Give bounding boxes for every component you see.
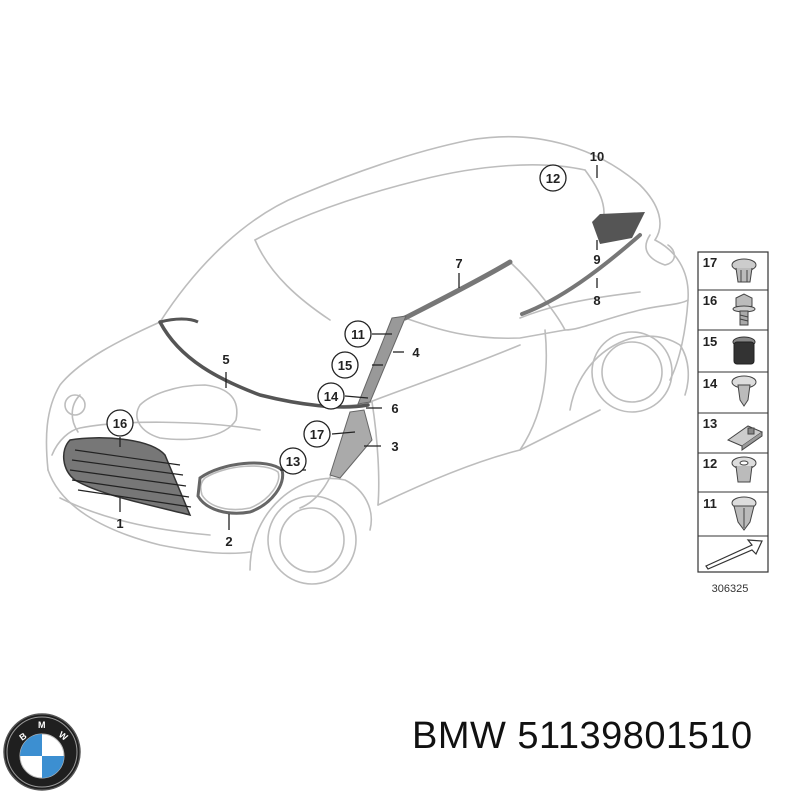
svg-text:13: 13 [286,454,300,469]
parts-panel: 17 16 15 14 13 12 11 [697,251,769,595]
callout-9: 9 [593,252,600,267]
push-clip-14-icon [731,375,757,407]
callout-11: 11 [344,320,372,348]
callout-labels: 1 2 3 4 5 6 7 8 9 10 [116,149,604,549]
callout-5: 5 [222,352,229,367]
nut-12-icon [731,456,757,483]
svg-text:12: 12 [546,171,560,186]
callout-16: 16 [106,409,134,437]
callout-3: 3 [391,439,398,454]
circled-callouts: 11 15 14 17 13 16 12 [106,164,567,475]
clip-11-icon [731,496,757,531]
callout-10: 10 [590,149,604,164]
callout-13: 13 [279,447,307,475]
callout-12: 12 [539,164,567,192]
svg-text:11: 11 [351,327,365,342]
callout-17: 17 [303,420,331,448]
bracket-13-icon [726,425,764,451]
highlighted-parts [63,212,645,517]
callout-4: 4 [412,345,420,360]
callout-2: 2 [225,534,232,549]
part-number-title: BMW 51139801510 [412,715,753,757]
panel-label-14: 14 [703,376,718,391]
svg-text:17: 17 [310,427,324,442]
reference-number: 306325 [712,583,749,595]
panel-label-13: 13 [703,416,717,431]
callout-8: 8 [593,293,600,308]
callout-1: 1 [116,516,123,531]
callout-7: 7 [455,256,462,271]
nut-15-icon [732,336,756,365]
svg-text:B: B [17,730,28,742]
screw-16-icon [732,293,756,326]
callout-15: 15 [331,351,359,379]
panel-label-17: 17 [703,255,717,270]
panel-label-15: 15 [703,334,717,349]
panel-label-12: 12 [703,456,717,471]
car-outline [45,135,690,585]
bmw-logo: B M W [3,713,81,791]
svg-text:16: 16 [113,416,127,431]
panel-label-16: 16 [703,293,717,308]
svg-text:15: 15 [338,358,352,373]
callout-14: 14 [317,382,345,410]
svg-text:14: 14 [324,389,339,404]
panel-label-11: 11 [703,496,717,511]
svg-text:M: M [38,720,46,730]
direction-arrow-icon [705,539,763,570]
clip-17-icon [731,258,757,283]
callout-6: 6 [391,401,398,416]
